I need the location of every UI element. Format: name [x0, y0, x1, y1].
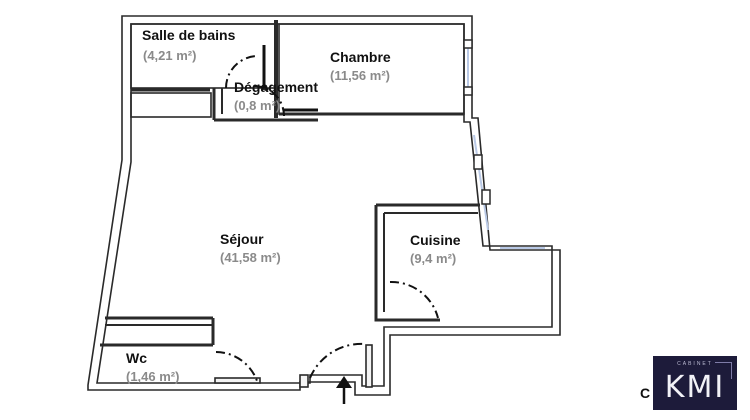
window-frames [463, 39, 491, 205]
room-area-salle-de-bains: (4,21 m²) [143, 48, 196, 63]
room-area-sejour: (41,58 m²) [220, 250, 281, 265]
room-name-chambre: Chambre [330, 49, 391, 65]
door-swing-bathroom [225, 55, 259, 89]
kmi-logo: CABINET KMI [653, 356, 737, 410]
door-panels [262, 45, 318, 112]
logo-small-text: CABINET [677, 361, 713, 367]
logo-main-text: KMI [664, 370, 726, 405]
room-name-sejour: Séjour [220, 231, 264, 247]
stray-letter: C [640, 385, 651, 401]
room-area-chambre: (11,56 m²) [330, 68, 390, 83]
room-name-degagement: Dégagement [234, 79, 318, 95]
room-name-salle-de-bains: Salle de bains [142, 27, 236, 43]
room-name-wc: Wc [126, 350, 147, 366]
room-area-wc: (1,46 m²) [126, 369, 179, 384]
logo-accent [715, 362, 732, 379]
door-swing-entrance [309, 342, 367, 379]
room-name-cuisine: Cuisine [410, 232, 461, 248]
walls [87, 15, 561, 396]
door-swing-degagement [253, 85, 285, 117]
door-swing-cuisine [389, 280, 439, 319]
door-swing-wc [215, 351, 259, 385]
arrow-up-icon [336, 376, 352, 404]
room-area-cuisine: (9,4 m²) [410, 251, 456, 266]
windows [467, 45, 545, 249]
door-swings [215, 55, 439, 385]
room-area-degagement: (0,8 m²) [234, 98, 280, 113]
